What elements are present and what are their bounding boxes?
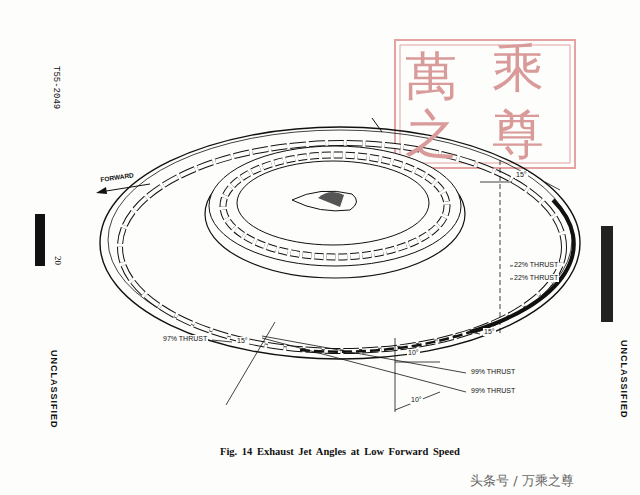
- angle-label: 10°: [410, 396, 423, 404]
- centre-body: [209, 146, 461, 266]
- thrust-label: 22% THRUST: [513, 261, 559, 269]
- thrust-label: 99% THRUST: [470, 387, 516, 395]
- watermark: 尊: [492, 106, 544, 163]
- document-number: T55-2049: [50, 66, 60, 109]
- black-bar: [35, 214, 45, 266]
- jet-arc: [300, 332, 470, 352]
- thrust-label: 97% THRUST: [162, 335, 208, 343]
- watermark: 萬: [405, 48, 457, 105]
- black-bar: [601, 226, 613, 322]
- reference-line: [395, 338, 396, 412]
- page-number: 20: [52, 256, 62, 265]
- arrowhead: [96, 187, 107, 194]
- exhaust-slots: [120, 143, 564, 351]
- thrust-label: 22% THRUST: [513, 274, 559, 282]
- cockpit: [292, 191, 357, 211]
- angle-line: [545, 182, 560, 190]
- angle-line: [395, 392, 440, 410]
- thrust-label: 99% THRUST: [470, 368, 516, 376]
- intake-slots: [223, 155, 447, 257]
- jet-arc: [470, 200, 574, 332]
- rotor-hub: [237, 161, 429, 245]
- thrust-line: [212, 340, 232, 342]
- exhaust-slots: [120, 143, 564, 351]
- stamp-frame: [400, 45, 570, 163]
- forward-arrow: [100, 184, 150, 192]
- leader-line: [372, 118, 382, 132]
- classification-mark: UNCLASSIFIED: [618, 340, 628, 419]
- angle-line: [470, 332, 480, 334]
- watermark: 头条号 / 万乘之尊: [470, 474, 574, 488]
- thrust-line: [262, 338, 466, 392]
- direction-label: FORWARD: [100, 171, 134, 183]
- classification-mark: UNCLASSIFIED: [48, 350, 58, 429]
- angle-label: 15°: [515, 171, 528, 179]
- figure-caption: Fig. 14 Exhaust Jet Angles at Low Forwar…: [220, 446, 460, 458]
- angle-label: 10°: [407, 349, 420, 357]
- angle-label: 15°: [236, 337, 249, 345]
- angle-label: 15°: [483, 328, 496, 336]
- intake-slots: [223, 155, 447, 257]
- watermark: 乘: [492, 40, 544, 97]
- watermark: 之: [405, 106, 457, 163]
- reference-line: [500, 160, 501, 335]
- angle-line: [395, 362, 440, 363]
- angle-line: [480, 182, 512, 183]
- stamp-frame: [395, 40, 575, 168]
- thrust-line: [262, 336, 466, 373]
- cockpit-canopy: [318, 192, 344, 207]
- reference-line: [226, 322, 275, 405]
